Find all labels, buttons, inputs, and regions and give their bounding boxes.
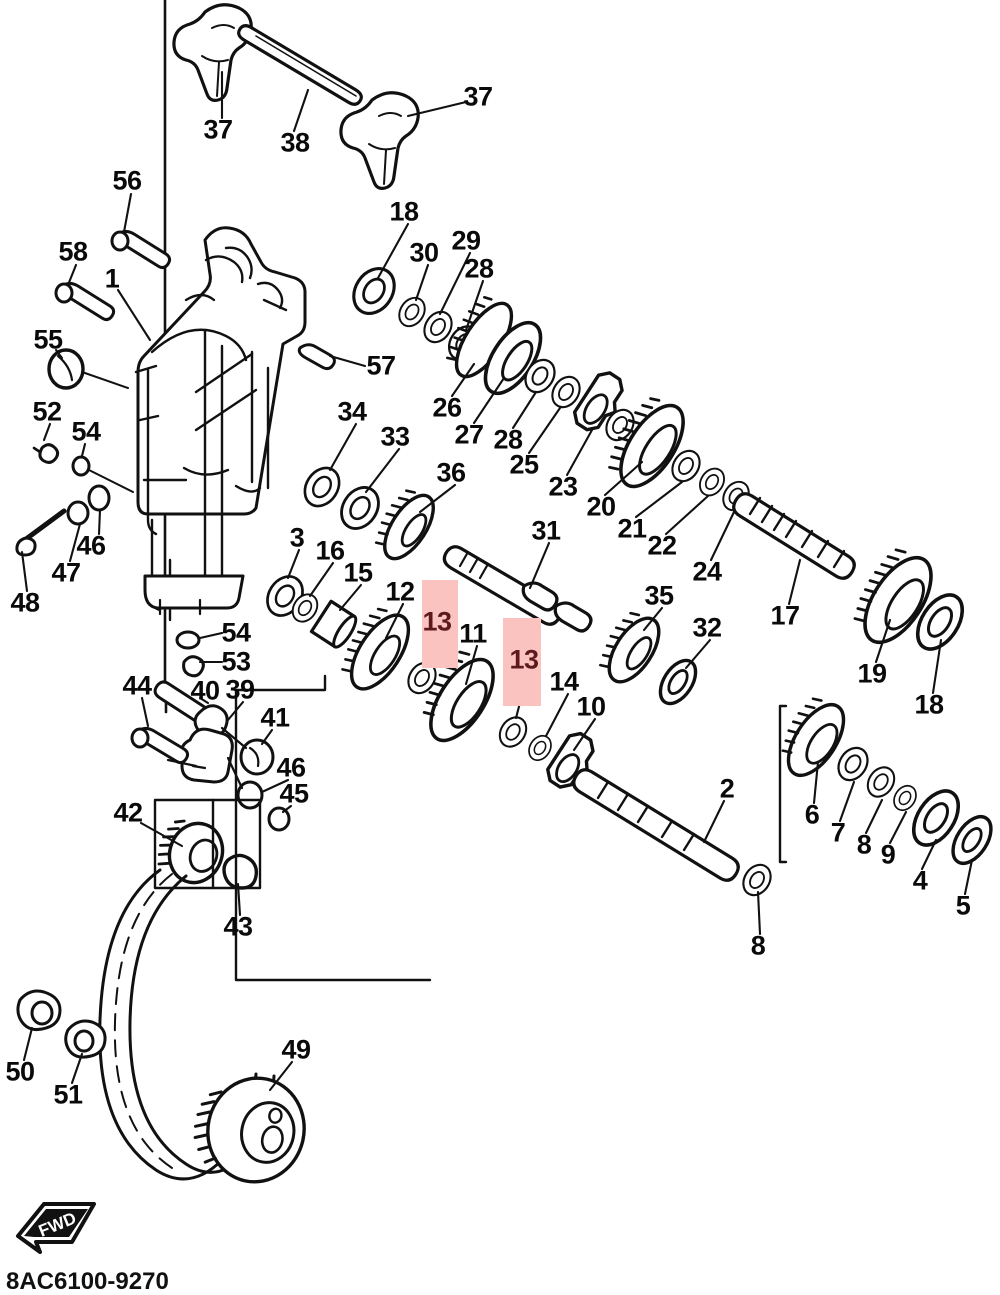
callout-number[interactable]: 5 [955, 890, 971, 921]
callout-number[interactable]: 16 [315, 535, 345, 566]
callout-number[interactable]: 37 [463, 81, 493, 112]
callout-number[interactable]: 4 [912, 865, 928, 896]
callout-number[interactable]: 46 [276, 752, 306, 783]
callout-number[interactable]: 1 [104, 263, 120, 294]
callout-number[interactable]: 54 [71, 416, 101, 447]
callout-number[interactable]: 2 [719, 773, 735, 804]
callout-number[interactable]: 44 [122, 670, 152, 701]
callout-number[interactable]: 26 [432, 392, 462, 423]
callout-number[interactable]: 11 [459, 618, 487, 649]
callout-number[interactable]: 39 [225, 674, 255, 705]
callout-number[interactable]: 24 [692, 556, 722, 587]
callout-number[interactable]: 30 [409, 237, 439, 268]
callout-number[interactable]: 28 [493, 424, 523, 455]
callout-number[interactable]: 56 [112, 165, 142, 196]
callout-number[interactable]: 17 [770, 600, 800, 631]
callout-number[interactable]: 12 [385, 576, 415, 607]
callout-number[interactable]: 41 [260, 702, 290, 733]
callout-number-highlighted[interactable]: 13 [422, 606, 452, 637]
callout-number[interactable]: 32 [692, 612, 722, 643]
callout-number[interactable]: 18 [389, 196, 419, 227]
callout-number[interactable]: 28 [464, 253, 494, 284]
callout-number[interactable]: 7 [830, 817, 846, 848]
callout-number[interactable]: 20 [586, 491, 616, 522]
part-number-label: 8AC6100-9270 [6, 1268, 169, 1295]
callout-number-highlighted[interactable]: 13 [509, 644, 539, 675]
fwd-direction-badge: FWD [16, 1202, 96, 1254]
callout-number[interactable]: 19 [857, 658, 887, 689]
callout-number[interactable]: 37 [203, 114, 233, 145]
callout-number[interactable]: 52 [32, 396, 62, 427]
callout-highlight-box [503, 618, 541, 706]
callout-number[interactable]: 51 [53, 1079, 83, 1110]
callout-number[interactable]: 53 [221, 646, 251, 677]
callout-number[interactable]: 40 [190, 675, 220, 706]
callout-number[interactable]: 55 [33, 324, 63, 355]
callout-number[interactable]: 48 [10, 587, 40, 618]
callout-number[interactable]: 14 [549, 666, 579, 697]
callout-number[interactable]: 22 [647, 530, 677, 561]
callout-number[interactable]: 35 [644, 580, 674, 611]
callout-number[interactable]: 46 [76, 530, 106, 561]
callout-number[interactable]: 18 [914, 689, 944, 720]
callout-number[interactable]: 43 [223, 911, 253, 942]
callout-number[interactable]: 29 [451, 225, 481, 256]
callout-number[interactable]: 58 [58, 236, 88, 267]
callout-highlight-box [422, 580, 458, 668]
callout-number[interactable]: 25 [509, 449, 539, 480]
callout-number[interactable]: 45 [279, 778, 309, 809]
callout-number[interactable]: 21 [617, 513, 647, 544]
callout-number[interactable]: 42 [113, 797, 143, 828]
callout-number[interactable]: 36 [436, 457, 466, 488]
callout-number[interactable]: 49 [281, 1034, 311, 1065]
callout-number[interactable]: 50 [5, 1056, 35, 1087]
callout-number[interactable]: 33 [380, 421, 410, 452]
callout-number[interactable]: 34 [337, 396, 367, 427]
callout-number[interactable]: 23 [548, 471, 578, 502]
callout-number[interactable]: 31 [531, 515, 561, 546]
callout-number[interactable]: 3 [289, 522, 305, 553]
callout-number[interactable]: 57 [366, 350, 396, 381]
callout-number[interactable]: 15 [343, 557, 373, 588]
callout-number[interactable]: 54 [221, 617, 251, 648]
callout-number[interactable]: 9 [880, 839, 896, 870]
callout-number[interactable]: 38 [280, 127, 310, 158]
callout-number[interactable]: 8 [856, 829, 872, 860]
callout-number[interactable]: 8 [750, 930, 766, 961]
callout-number[interactable]: 27 [454, 419, 484, 450]
callout-number[interactable]: 10 [576, 691, 606, 722]
callout-number[interactable]: 6 [804, 799, 820, 830]
callout-number[interactable]: 47 [51, 557, 81, 588]
